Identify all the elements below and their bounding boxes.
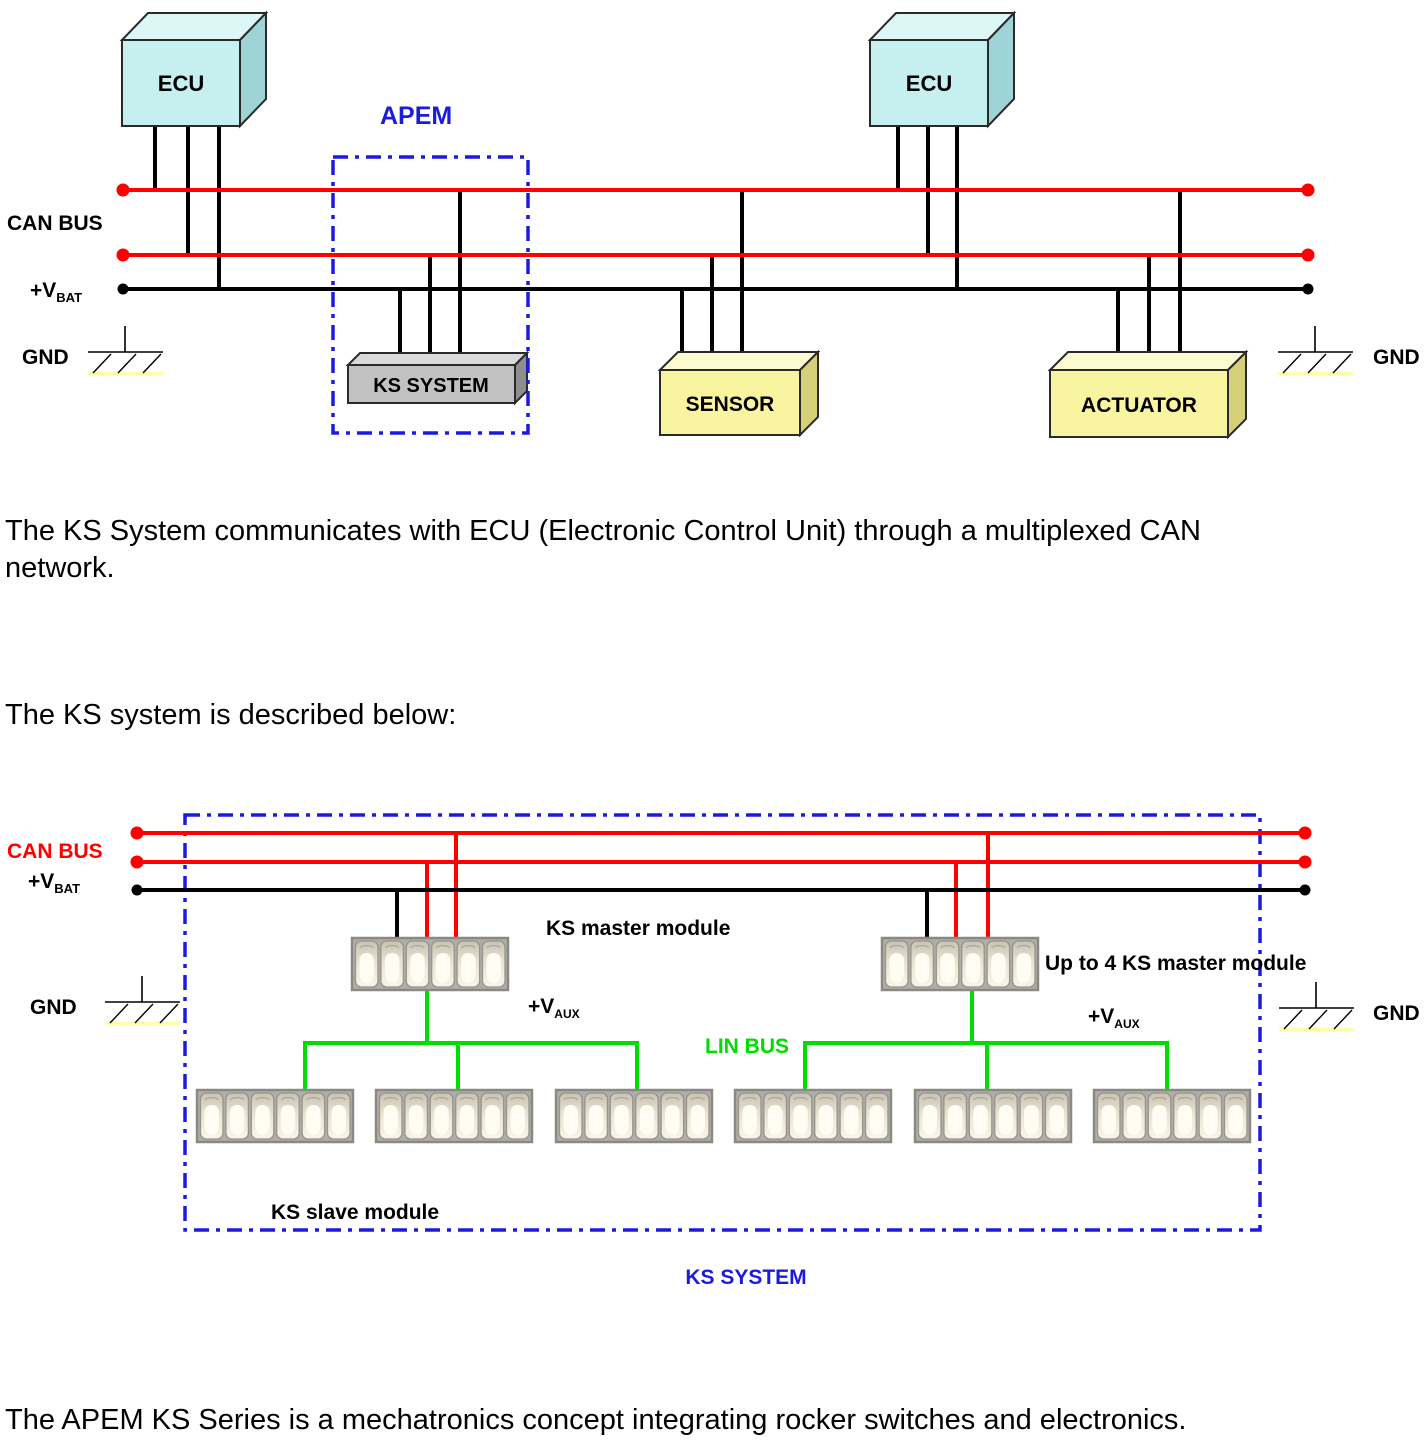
ks-slave-module-6 — [1094, 1090, 1250, 1142]
vbat-endpoint-right — [1302, 283, 1314, 295]
sensor-box: SENSOR — [657, 349, 821, 438]
gnd-left-label: GND — [22, 346, 69, 369]
vbat-line — [117, 283, 1314, 295]
vaux-left-label: +VAUX — [528, 995, 580, 1021]
lin-bus-lines — [303, 990, 1169, 1090]
lin-bus-label: LIN BUS — [705, 1035, 789, 1058]
can-high-line — [130, 826, 1312, 840]
ks-system-diagram: CAN BUS +VBAT GND GND KS master module U… — [7, 813, 1420, 1289]
ks-master-module-1 — [352, 938, 508, 990]
ks-slave-module-label: KS slave module — [271, 1201, 439, 1224]
ecu-box-left: ECU — [121, 12, 267, 127]
gnd-right-label: GND — [1373, 346, 1420, 369]
ks-master-module-2 — [882, 938, 1038, 990]
ecu-left-label: ECU — [158, 71, 204, 96]
can-bus-label: CAN BUS — [7, 212, 103, 235]
ks-system-boundary-box — [183, 813, 1262, 1232]
apem-boundary-box — [331, 155, 530, 435]
can-low-line — [116, 248, 1315, 262]
ground-symbol-right — [1277, 325, 1354, 376]
can-high-line — [116, 183, 1315, 197]
can-endpoint — [1301, 183, 1315, 197]
up-to-4-ks-master-label: Up to 4 KS master module — [1045, 952, 1306, 975]
ground-symbol-left — [104, 975, 181, 1026]
sensor-pins — [680, 190, 744, 360]
can-endpoint — [130, 855, 144, 869]
can-endpoint — [1298, 855, 1312, 869]
ks-slave-module-4 — [735, 1090, 891, 1142]
gnd-left-label: GND — [30, 996, 77, 1019]
can-endpoint — [1298, 826, 1312, 840]
master-left-pins — [395, 833, 458, 938]
vbat-endpoint-left — [131, 884, 143, 896]
vbat-endpoint-right — [1299, 884, 1311, 896]
ks-system-box: KS SYSTEM — [345, 350, 530, 406]
paragraph-ks-described: The KS system is described below: — [5, 699, 457, 731]
master-right-pins — [925, 833, 990, 938]
paragraph-apem-series: The APEM KS Series is a mechatronics con… — [5, 1404, 1187, 1436]
ecu-left-pins — [153, 126, 221, 289]
ecu-right-label: ECU — [906, 71, 952, 96]
can-low-line — [130, 855, 1312, 869]
ks-master-module-label: KS master module — [546, 917, 730, 940]
vbat-label: +VBAT — [28, 870, 80, 896]
vbat-line — [131, 884, 1311, 896]
ecu-box-right: ECU — [869, 12, 1015, 127]
ground-symbol-right — [1278, 981, 1355, 1032]
ks-system-label: KS SYSTEM — [685, 1266, 806, 1289]
ks-system-box-label: KS SYSTEM — [373, 375, 489, 397]
paragraph-can-network: The KS System communicates with ECU (Ele… — [5, 515, 1201, 584]
ground-symbol-left — [87, 325, 164, 376]
actuator-label: ACTUATOR — [1081, 394, 1197, 417]
vbat-label: +VBAT — [30, 279, 82, 305]
ks-slave-module-5 — [915, 1090, 1071, 1142]
ecu-right-pins — [896, 126, 959, 289]
ks-slave-module-3 — [556, 1090, 712, 1142]
apem-label: APEM — [380, 102, 452, 130]
can-endpoint — [130, 826, 144, 840]
ks-slave-module-1 — [197, 1090, 353, 1142]
ks-slave-module-2 — [376, 1090, 532, 1142]
actuator-pins — [1116, 190, 1182, 360]
can-endpoint — [116, 183, 130, 197]
can-endpoint — [116, 248, 130, 262]
lin-wire — [303, 1041, 639, 1090]
can-network-diagram: ECU ECU KS SYSTEM SENSOR ACTUATOR — [7, 12, 1420, 440]
vaux-right-label: +VAUX — [1088, 1005, 1140, 1031]
vbat-endpoint-left — [117, 283, 129, 295]
gnd-right-label: GND — [1373, 1002, 1420, 1025]
can-bus-label: CAN BUS — [7, 840, 103, 863]
ks-system-pins — [398, 190, 462, 360]
actuator-box: ACTUATOR — [1047, 349, 1249, 440]
sensor-label: SENSOR — [686, 393, 775, 416]
can-endpoint — [1301, 248, 1315, 262]
